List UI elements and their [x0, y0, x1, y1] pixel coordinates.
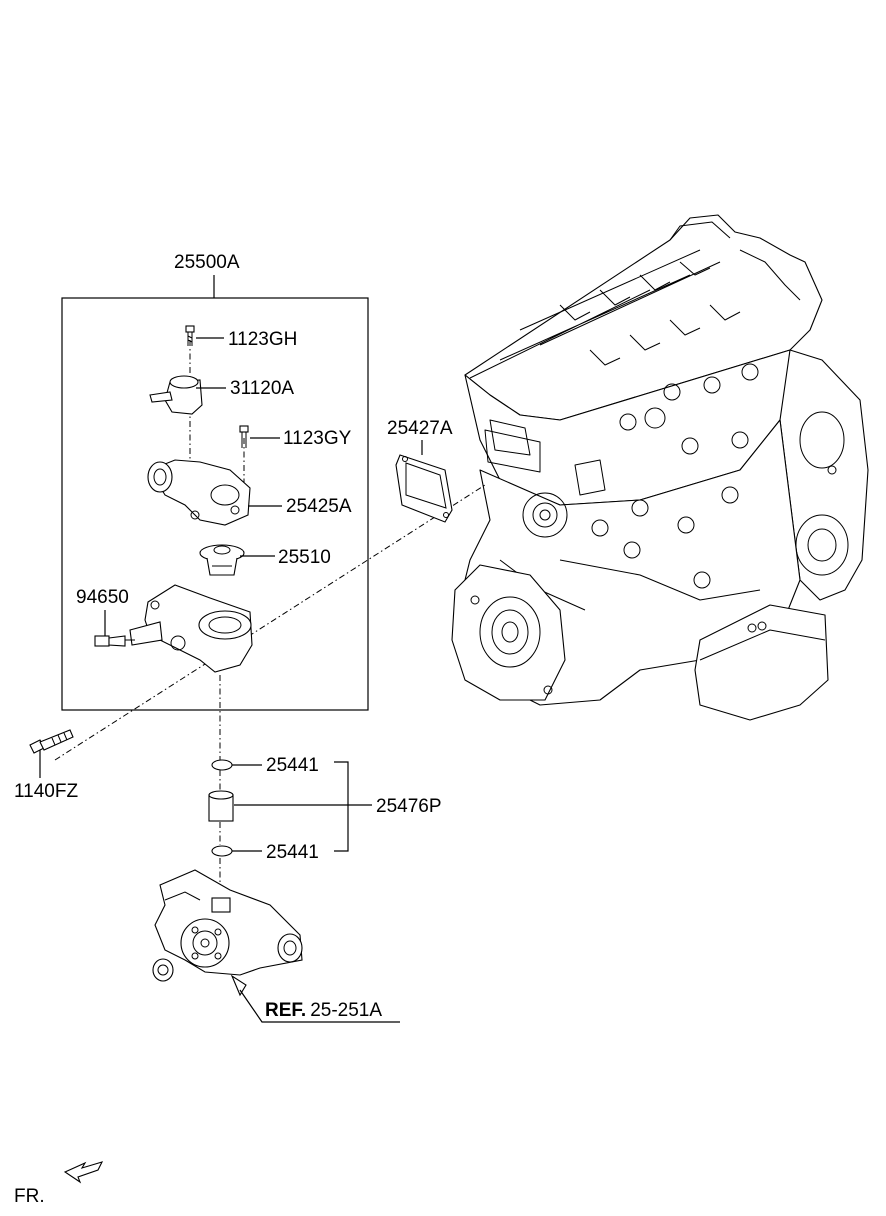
thermostat-icon: [199, 544, 245, 576]
pipe-icon: [208, 790, 234, 822]
housing-icon: [147, 459, 251, 526]
water-pump-icon: [152, 869, 303, 982]
front-direction-label: FR.: [14, 1186, 45, 1207]
leader-lines: [39, 337, 423, 1023]
label-oring-upper: 25441: [266, 755, 319, 776]
gasket-icon: [395, 454, 453, 523]
bolt-top-icon: [185, 325, 195, 346]
oring-upper-icon: [211, 759, 233, 771]
long-bolt-icon: [29, 729, 74, 754]
label-long-bolt: 1140FZ: [14, 781, 78, 802]
label-gasket: 25427A: [387, 418, 453, 439]
label-bolt-top: 1123GH: [228, 329, 297, 350]
label-housing: 25425A: [286, 496, 352, 517]
label-thermostat: 25510: [278, 547, 331, 568]
label-oring-lower: 25441: [266, 842, 319, 863]
reference-code: 25-251A: [310, 1000, 382, 1021]
front-direction-arrow-icon: [63, 1161, 104, 1184]
assembly-guide-lines: [54, 340, 486, 895]
label-sensor: 94650: [76, 587, 129, 608]
reference-arrow-icon: [230, 974, 247, 997]
label-fitting: 31120A: [230, 378, 294, 399]
assembly-box: [61, 275, 369, 711]
engine-block: [451, 214, 869, 721]
assembly-label: 25500A: [174, 252, 240, 273]
fitting-icon: [149, 375, 203, 415]
label-pipe: 25476P: [376, 796, 442, 817]
reference-label: REF.25-251A: [265, 1000, 382, 1021]
sensor-icon: [94, 635, 135, 647]
bolt-side-icon: [239, 425, 249, 448]
reference-prefix: REF.: [265, 1000, 306, 1021]
lower-housing-icon: [129, 584, 253, 673]
oring-lower-icon: [211, 845, 233, 857]
label-bolt-side: 1123GY: [283, 428, 352, 449]
